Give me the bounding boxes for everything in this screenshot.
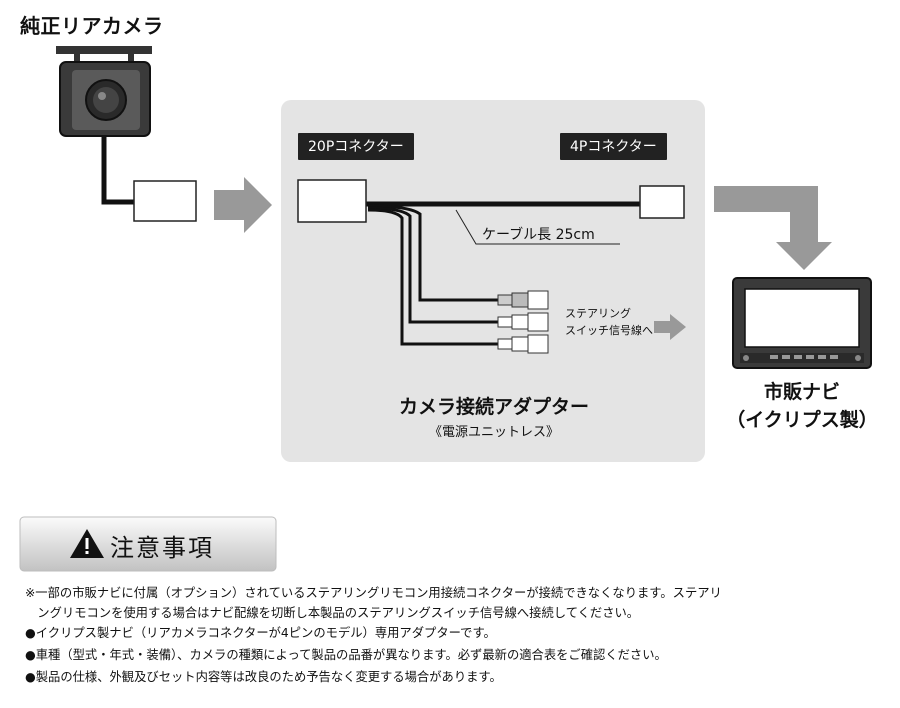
- note-line-3: ●イクリプス製ナビ（リアカメラコネクターが4ピンのモデル）専用アダプターです。: [25, 626, 496, 640]
- steering-label-line2: スイッチ信号線へ: [565, 324, 653, 337]
- note-line-4: ●車種（型式・年式・装備）、カメラの種類によって製品の品番が異なります。必ず最新…: [25, 648, 667, 662]
- navi-monitor: [732, 277, 872, 369]
- camera-lens-highlight: [98, 92, 106, 100]
- connector-4p: [639, 185, 685, 219]
- terminal-2: [497, 312, 549, 332]
- note-line-2: ングリモコンを使用する場合はナビ配線を切断し本製品のステアリングスイッチ信号線へ…: [25, 606, 640, 620]
- terminal-3: [497, 334, 549, 354]
- steering-switch-label: ステアリング スイッチ信号線へ: [565, 305, 653, 339]
- adapter-panel: [281, 100, 705, 462]
- steering-label-line1: ステアリング: [565, 307, 631, 320]
- camera-lens: [93, 87, 119, 113]
- camera-cable: [101, 136, 134, 205]
- note-line-5: ●製品の仕様、外観及びセット内容等は改良のため予告なく変更する場合があります。: [25, 670, 502, 684]
- camera-connector: [133, 180, 197, 222]
- branch-wire-3: [367, 208, 500, 346]
- camera-bracket-right: [128, 52, 134, 64]
- terminal-1: [497, 290, 549, 310]
- cable-length-pointer: [455, 209, 620, 245]
- adapter-subtitle: 《電源ユニットレス》: [428, 425, 559, 440]
- rear-camera-title: 純正リアカメラ: [20, 14, 164, 38]
- caution-title: 注意事項: [110, 534, 214, 562]
- navi-name: 市販ナビ （イクリプス製）: [712, 378, 892, 434]
- camera-bracket: [56, 46, 152, 54]
- navi-name-line1: 市販ナビ: [763, 381, 840, 403]
- arrow-to-navi: [714, 186, 832, 270]
- navi-name-line2: （イクリプス製）: [726, 409, 878, 431]
- camera-bracket-left: [74, 52, 80, 64]
- adapter-name: カメラ接続アダプター: [398, 396, 589, 418]
- tag-4p-connector: 4Pコネクター: [560, 133, 667, 160]
- arrow-to-steering: [654, 314, 686, 340]
- tag-20p-connector: 20Pコネクター: [298, 133, 414, 160]
- connector-20p: [297, 179, 367, 223]
- warning-icon: [70, 529, 104, 558]
- branch-wire-2: [367, 206, 500, 324]
- cable-length-label: ケーブル長 25cm: [482, 227, 595, 243]
- arrow-to-adapter: [214, 177, 272, 233]
- branch-wire-1: [367, 204, 500, 302]
- note-line-1: ※一部の市販ナビに付属（オプション）されているステアリングリモコン用接続コネクタ…: [25, 586, 722, 600]
